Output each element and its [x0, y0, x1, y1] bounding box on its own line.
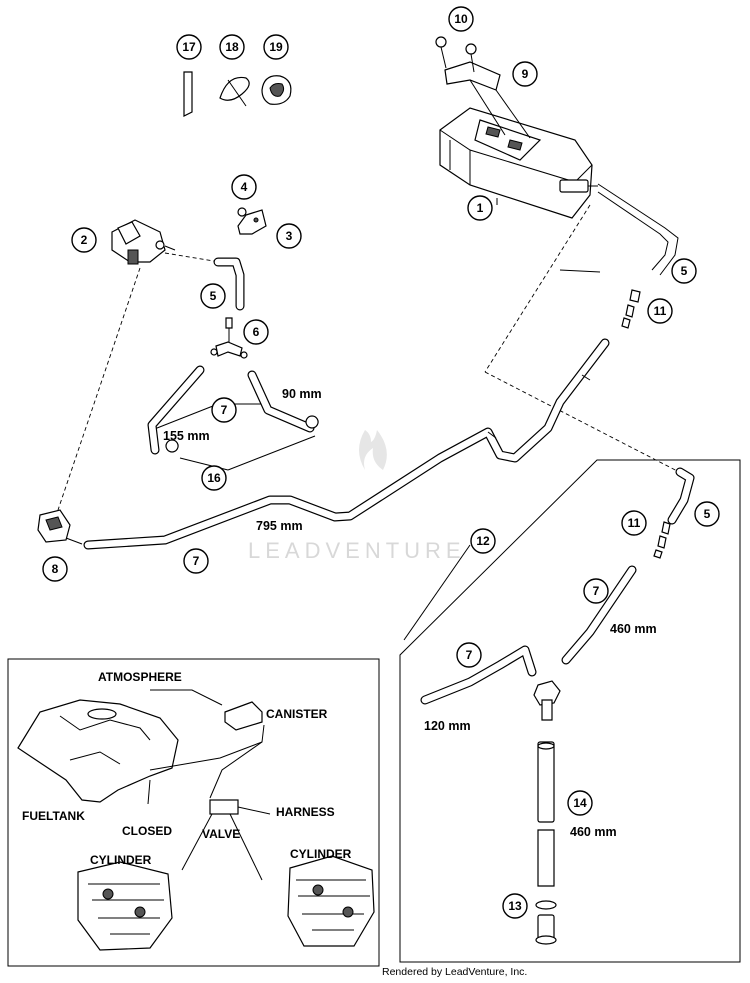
svg-text:7: 7	[466, 648, 473, 662]
callout-2: 2	[71, 227, 97, 253]
dimension-460mm-hose: 460 mm	[610, 622, 657, 636]
svg-text:13: 13	[508, 899, 522, 913]
svg-text:11: 11	[654, 304, 667, 318]
label-fueltank: FUELTANK	[22, 809, 85, 823]
dimension-labels: 90 mm 155 mm 795 mm 460 mm 120 mm 460 mm	[163, 387, 657, 839]
callout-7d: 7	[456, 642, 482, 668]
svg-text:9: 9	[522, 67, 529, 81]
footer-credit: Rendered by LeadVenture, Inc.	[382, 966, 527, 978]
y-connector	[210, 317, 248, 359]
dimension-120mm: 120 mm	[424, 719, 471, 733]
svg-text:5: 5	[704, 507, 711, 521]
svg-text:12: 12	[476, 534, 490, 548]
callout-10: 10	[448, 6, 474, 32]
svg-text:7: 7	[193, 554, 200, 568]
svg-text:11: 11	[628, 516, 641, 530]
label-cylinder-left: CYLINDER	[90, 853, 152, 867]
callout-5a: 5	[200, 283, 226, 309]
svg-text:7: 7	[593, 584, 600, 598]
short-hoses	[147, 365, 319, 455]
callout-5c: 5	[694, 501, 720, 527]
small-parts	[183, 71, 292, 117]
svg-text:17: 17	[182, 40, 196, 54]
svg-text:2: 2	[81, 233, 88, 247]
dimension-90mm: 90 mm	[282, 387, 322, 401]
label-cylinder-right: CYLINDER	[290, 847, 352, 861]
callout-8: 8	[42, 556, 68, 582]
canister-assembly	[435, 36, 598, 219]
label-valve: VALVE	[202, 827, 240, 841]
callout-6: 6	[243, 319, 269, 345]
callout-7a: 7	[211, 397, 237, 423]
label-closed: CLOSED	[122, 824, 172, 838]
main-vent-hose	[83, 338, 610, 550]
callout-7c: 7	[583, 578, 609, 604]
svg-text:1: 1	[477, 201, 484, 215]
callout-14: 14	[567, 790, 593, 816]
callout-16: 16	[201, 465, 227, 491]
svg-text:5: 5	[681, 264, 688, 278]
svg-text:4: 4	[241, 180, 248, 194]
svg-text:16: 16	[207, 471, 221, 485]
dimension-795mm: 795 mm	[256, 519, 303, 533]
callout-3: 3	[276, 223, 302, 249]
subassembly-frame	[399, 459, 741, 963]
svg-text:8: 8	[52, 562, 59, 576]
label-canister: CANISTER	[266, 707, 328, 721]
svg-text:7: 7	[221, 403, 228, 417]
svg-text:6: 6	[253, 325, 260, 339]
svg-text:3: 3	[286, 229, 293, 243]
svg-text:14: 14	[573, 796, 587, 810]
callout-13: 13	[502, 893, 528, 919]
tank-connector	[37, 509, 83, 545]
schematic-box: ATMOSPHERE CANISTER FUELTANK CLOSED VALV…	[7, 658, 380, 967]
svg-text:5: 5	[210, 289, 217, 303]
callout-5b: 5	[671, 258, 697, 284]
leader-lines	[57, 198, 686, 511]
purge-valve	[111, 219, 176, 265]
svg-text:18: 18	[225, 40, 239, 54]
label-atmosphere: ATMOSPHERE	[98, 670, 182, 684]
hose-elbow-left	[213, 257, 245, 311]
callout-9: 9	[512, 61, 538, 87]
callout-12: 12	[470, 528, 496, 554]
callout-17: 17	[176, 34, 202, 60]
callout-1: 1	[467, 195, 493, 221]
callout-7b: 7	[183, 548, 209, 574]
watermark: LEADVENTURE	[248, 430, 466, 563]
svg-text:19: 19	[269, 40, 283, 54]
callout-19: 19	[263, 34, 289, 60]
watermark-text: LEADVENTURE	[248, 538, 466, 563]
callout-11b: 11	[621, 510, 647, 536]
hose-canister-to-valve	[597, 183, 679, 329]
dimension-460mm-tube: 460 mm	[570, 825, 617, 839]
callout-4: 4	[231, 174, 257, 200]
callout-18: 18	[219, 34, 245, 60]
svg-text:10: 10	[454, 12, 468, 26]
label-harness: HARNESS	[276, 805, 335, 819]
holder-and-screw	[237, 207, 267, 235]
callout-11a: 11	[647, 298, 673, 324]
dimension-155mm: 155 mm	[163, 429, 210, 443]
